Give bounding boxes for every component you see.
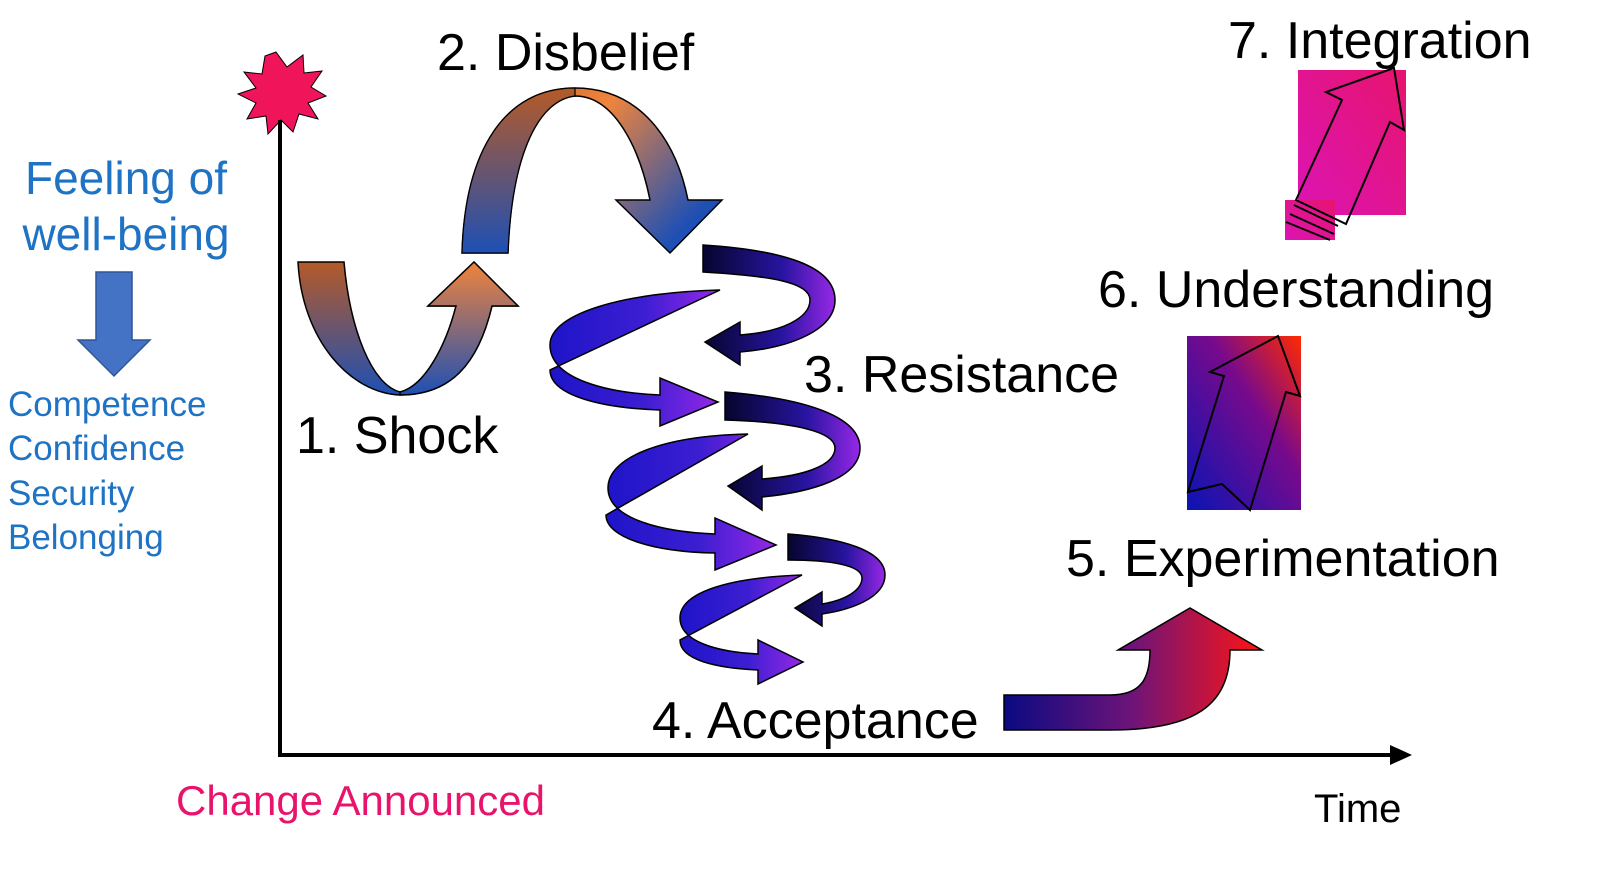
understanding-arrow — [1186, 334, 1302, 512]
change-star-icon — [236, 51, 328, 136]
stage-label-shock: 1. Shock — [296, 407, 499, 465]
y-axis-title-line2: well-being — [21, 208, 229, 260]
stage-label-resistance: 3. Resistance — [804, 346, 1119, 404]
time-label: Time — [1314, 787, 1401, 831]
understanding-graphic — [1186, 334, 1302, 512]
x-axis-arrowhead — [1390, 745, 1412, 765]
integration-arrow — [1294, 66, 1406, 226]
y-axis-title-line1: Feeling of — [25, 152, 227, 204]
y-axis-item: Belonging — [8, 518, 164, 557]
stage-label-experimentation: 5. Experimentation — [1066, 530, 1500, 588]
y-axis-item: Confidence — [8, 429, 185, 468]
shock-arrow — [297, 260, 520, 396]
stage-label-understanding: 6. Understanding — [1098, 261, 1494, 319]
stage-label-acceptance: 4. Acceptance — [652, 692, 979, 750]
resistance-spiral-arrows — [549, 244, 886, 686]
y-axis-item: Competence — [8, 385, 206, 424]
axes — [278, 120, 1412, 765]
down-arrow-icon — [76, 271, 152, 378]
experimentation-arrow — [1003, 607, 1265, 731]
stage-label-integration: 7. Integration — [1228, 12, 1532, 70]
y-axis-item: Security — [8, 474, 135, 513]
change-announced-label: Change Announced — [176, 777, 545, 824]
disbelief-arrow — [461, 87, 724, 255]
integration-graphic — [1285, 66, 1406, 241]
stage-label-disbelief: 2. Disbelief — [437, 24, 695, 82]
